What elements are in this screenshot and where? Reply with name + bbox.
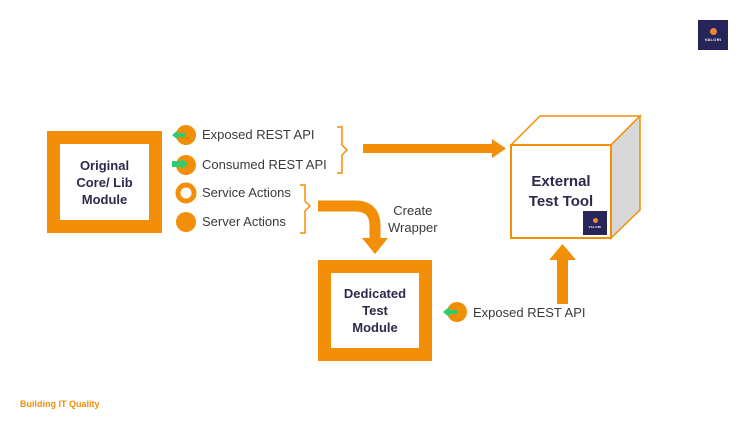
external-tool-cube: [509, 114, 642, 240]
dedicated-interface-label: Exposed REST API: [473, 305, 586, 320]
valori-logo-icon: [592, 217, 598, 223]
arrow-up-to-external: [549, 244, 576, 304]
create-wrapper-arrow: [318, 200, 388, 254]
interface-label: Server Actions: [202, 214, 286, 229]
dedicated-module-label: Dedicated Test Module: [343, 286, 407, 335]
cube-logo: VALORI: [583, 211, 607, 235]
original-module-box: Original Core/ Lib Module: [47, 131, 162, 233]
api-bracket: [337, 126, 349, 174]
original-module-label: Original Core/ Lib Module: [76, 157, 133, 207]
create-wrapper-label: Create Wrapper: [388, 203, 438, 235]
consumed-api-icon: [172, 155, 196, 175]
actions-bracket: [300, 184, 312, 234]
logo-text: VALORI: [704, 37, 722, 42]
valori-logo-icon: [709, 28, 717, 35]
footer-tagline: Building IT Quality: [20, 399, 100, 409]
ring-icon: [175, 182, 197, 204]
exposed-api-icon: [443, 302, 467, 322]
logo-text: VALORI: [588, 224, 602, 229]
arrow-to-external: [363, 139, 506, 158]
external-tool-label: External Test Tool: [528, 173, 594, 210]
interface-label: Service Actions: [202, 185, 291, 200]
filled-circle-icon: [176, 212, 196, 232]
interface-label: Consumed REST API: [202, 157, 327, 172]
dedicated-module-box: Dedicated Test Module: [318, 260, 432, 361]
interface-label: Exposed REST API: [202, 127, 315, 142]
exposed-api-icon: [172, 125, 196, 145]
valori-logo: VALORI: [698, 20, 728, 50]
